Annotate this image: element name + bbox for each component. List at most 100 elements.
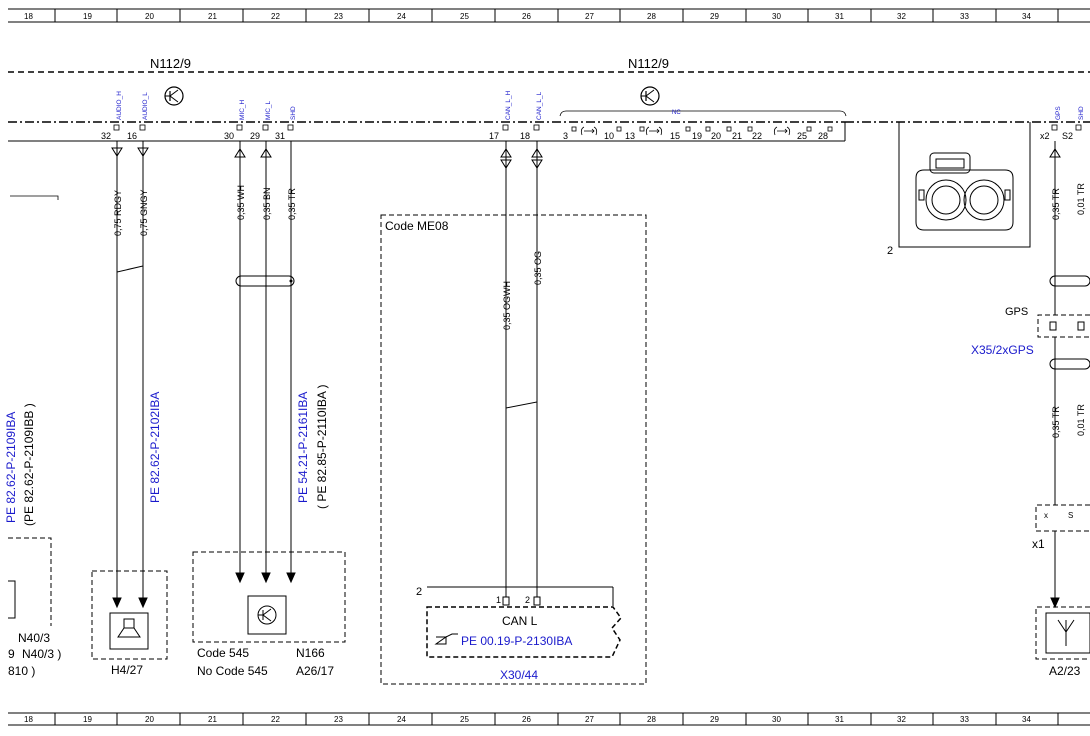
pin-number: 21 <box>732 131 742 141</box>
connector-pin-x: x <box>1044 511 1048 520</box>
pin-labels: AUDIO_H AUDIO_L MIC_H MIC_L SHD CAN_L_H … <box>116 90 1085 120</box>
grid-number: 21 <box>208 12 217 21</box>
grid-number: 22 <box>271 12 280 21</box>
wire-label: 0,35 TR <box>287 188 297 220</box>
wire-label: 0,35 BN <box>262 187 272 220</box>
grid-number: 31 <box>835 715 844 724</box>
component-label-h4-27: H4/27 <box>111 663 143 677</box>
pin-number: 3 <box>563 131 568 141</box>
connector-label-x35-2xgps: X35/2xGPS <box>971 343 1034 357</box>
pin-number: 25 <box>797 131 807 141</box>
pin-label-shd-right: SHD <box>1078 106 1085 120</box>
grid-number: 28 <box>647 12 656 21</box>
reference-link-pe-2110[interactable]: ( PE 82.85-P-2110IBA ) <box>315 384 329 509</box>
component-number: 2 <box>887 245 893 257</box>
wire-can-l <box>531 141 543 598</box>
wire-label: 0,35 OGWH <box>502 281 512 330</box>
pin-number: 17 <box>489 131 499 141</box>
reference-link-pe-2102[interactable]: PE 82.62-P-2102IBA <box>148 392 162 503</box>
grid-number: 21 <box>208 715 217 724</box>
connector-label-x30-44: X30/44 <box>500 668 538 682</box>
pin-number: 13 <box>625 131 635 141</box>
reference-link-pe-2109[interactable]: PE 82.62-P-2109IBA <box>4 412 18 523</box>
wire-labels: 0,75 RDGY 0,75 GNGY 0,35 WH 0,35 BN 0,35… <box>113 183 1086 438</box>
pin-number: 30 <box>224 131 234 141</box>
n112-component: N112/9 N112/9 <box>8 56 1090 142</box>
pin-number: 16 <box>127 131 137 141</box>
nc-bracket: NC <box>559 110 847 117</box>
reference-link-pe-2161[interactable]: PE 54.21-P-2161IBA <box>296 392 310 503</box>
pin-label-shd: SHD <box>290 106 297 120</box>
pin-squares <box>113 124 1082 132</box>
reference-link-pe-2130[interactable]: PE 00.19-P-2130IBA <box>461 634 572 648</box>
pin-numbers: 32 16 30 29 31 17 18 3 10 13 15 19 20 21… <box>101 131 1073 141</box>
pin-label-gps: GPS <box>1055 106 1062 120</box>
component-label-n40-3-paren-left: 9 <box>8 647 15 661</box>
microphone-component: Code 545 No Code 545 N166 A26/17 <box>192 551 346 678</box>
pin-number: 32 <box>101 131 111 141</box>
wire-label: 0,35 WH <box>236 185 246 220</box>
component-number: 2 <box>416 586 422 598</box>
pin-number: 19 <box>692 131 702 141</box>
connector-label-x1: x1 <box>1032 537 1045 551</box>
shield-symbol <box>235 275 295 287</box>
code-label: No Code 545 <box>197 664 268 678</box>
grid-number: 32 <box>897 715 906 724</box>
wire-audio-l <box>137 141 149 609</box>
pin-number: x2 <box>1040 131 1050 141</box>
gps-connector-image: 2 <box>887 122 1031 257</box>
pin-label-can-l-l: CAN_L_L <box>536 91 543 120</box>
pin-label-audio-h: AUDIO_H <box>116 91 123 120</box>
grid-number: 28 <box>647 715 656 724</box>
pin-number: 22 <box>752 131 762 141</box>
pin-label-nc: NC <box>672 110 681 116</box>
pin-number: 15 <box>670 131 680 141</box>
component-label-n112: N112/9 <box>150 56 191 71</box>
twisted-pair-symbol <box>116 258 144 282</box>
reference-link-pe-2110-text[interactable]: ( PE 82.85-P-2110IBA ) <box>315 384 329 509</box>
grid-number: 19 <box>83 12 92 21</box>
grid-number: 32 <box>897 12 906 21</box>
pin-number: 18 <box>520 131 530 141</box>
antenna-icon <box>1057 619 1075 646</box>
grid-number: 23 <box>334 12 343 21</box>
wire-label: 0,35 TR <box>1051 188 1061 220</box>
wire-label: 0,75 GNGY <box>139 189 149 236</box>
grid-number: 22 <box>271 715 280 724</box>
component-label-n166: N166 <box>296 646 325 660</box>
grid-number: 18 <box>24 12 33 21</box>
pin-number: 20 <box>711 131 721 141</box>
grid-number: 24 <box>397 715 406 724</box>
grid-number: 30 <box>772 12 781 21</box>
grid-number: 27 <box>585 715 594 724</box>
component-label-n112: N112/9 <box>628 56 669 71</box>
grid-number: 33 <box>960 12 969 21</box>
reference-link-pe-2109ibb[interactable]: (PE 82.62-P-2109IBB ) <box>22 403 36 526</box>
top-grid-ruler: 18 19 20 21 22 23 24 25 26 27 28 29 30 3… <box>8 8 1090 23</box>
pin-number: S2 <box>1062 131 1073 141</box>
pin-number: 10 <box>604 131 614 141</box>
grid-number: 19 <box>83 715 92 724</box>
pin-number: 29 <box>250 131 260 141</box>
n40-3-component: N40/3 9 N40/3 ) 810 ) <box>8 195 61 678</box>
component-label-n40-3-b: N40/3 ) <box>22 647 61 661</box>
pin-number: 1 <box>496 595 501 605</box>
pin-label-can-l-h: CAN_L_H <box>505 90 512 120</box>
wire-label: 0,35 OG <box>533 251 543 285</box>
grid-number: 18 <box>24 715 33 724</box>
wire-shd <box>286 141 296 584</box>
pointing-hand-icon <box>434 633 458 645</box>
wire-gps <box>1049 141 1090 609</box>
code-label-me08: Code ME08 <box>385 219 449 233</box>
grid-number: 20 <box>145 715 154 724</box>
wire-label: 0,35 TR <box>1051 406 1061 438</box>
grid-number: 29 <box>710 715 719 724</box>
grid-number: 29 <box>710 12 719 21</box>
component-label-a26-17: A26/17 <box>296 664 334 678</box>
amplifier-symbol-icon <box>164 86 184 106</box>
amplifier-symbol-icon <box>640 86 660 106</box>
code-label: Code 545 <box>197 646 249 660</box>
bottom-grid-ruler: 18 19 20 21 22 23 24 25 26 27 28 29 30 3… <box>8 712 1090 726</box>
grid-number: 34 <box>1022 715 1031 724</box>
wire-label: 0,01 TR <box>1076 183 1086 215</box>
